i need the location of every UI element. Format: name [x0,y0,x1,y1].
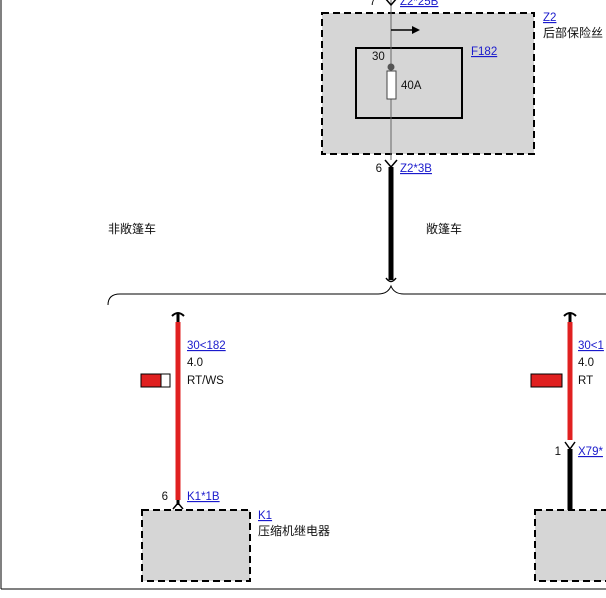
fuse-f182-link[interactable]: F182 [471,46,497,58]
left-color-swatch-red [140,373,162,388]
right-connector-icon [564,441,576,451]
trunk-splice-icon [385,277,397,283]
branch-brace [107,284,606,306]
z2-component-link[interactable]: Z2 [543,12,556,24]
left-connector-icon [172,501,184,510]
branch-label-convertible: 敞篷车 [426,221,462,236]
out-pin-number: 6 [376,163,382,175]
fuse-node-dot [387,63,395,71]
right-component-box [534,509,606,582]
flow-arrow-icon [412,26,420,34]
left-connector-link[interactable]: K1*1B [187,491,220,503]
left-pin-number: 6 [162,491,168,503]
compressor-relay-box [141,509,251,582]
rear-fuse-box [321,12,535,155]
right-color-swatch-red [530,373,563,388]
right-connector-link[interactable]: X79* [578,446,603,458]
top-connector-link[interactable]: Z2*25B [400,0,439,8]
fuse-icon [386,70,397,100]
fuse-f182-box [355,47,463,119]
out-connector-link[interactable]: Z2*3B [400,163,432,175]
k1-component-name: 压缩机继电器 [258,523,330,538]
right-wire-color-code: RT [578,375,593,387]
fuse-pin-number: 30 [372,51,385,63]
left-wire-gauge: 4.0 [187,357,203,369]
z2-component-name: 后部保险丝 [543,25,603,40]
left-wire-ref-link[interactable]: 30<182 [187,340,226,352]
fuse-rating: 40A [401,80,422,92]
right-wire-ref-link[interactable]: 30<1 [578,340,604,352]
branch-label-non-convertible: 非敞篷车 [108,221,156,236]
right-pin-number: 1 [555,446,561,458]
right-wire-gauge: 4.0 [578,357,594,369]
left-wire-color-code: RT/WS [187,375,224,387]
top-pin-number: 7 [370,0,376,8]
k1-component-link[interactable]: K1 [258,510,272,522]
out-connector-icon [384,159,398,169]
left-color-swatch-white [160,373,171,388]
top-connector-icon [385,0,397,7]
